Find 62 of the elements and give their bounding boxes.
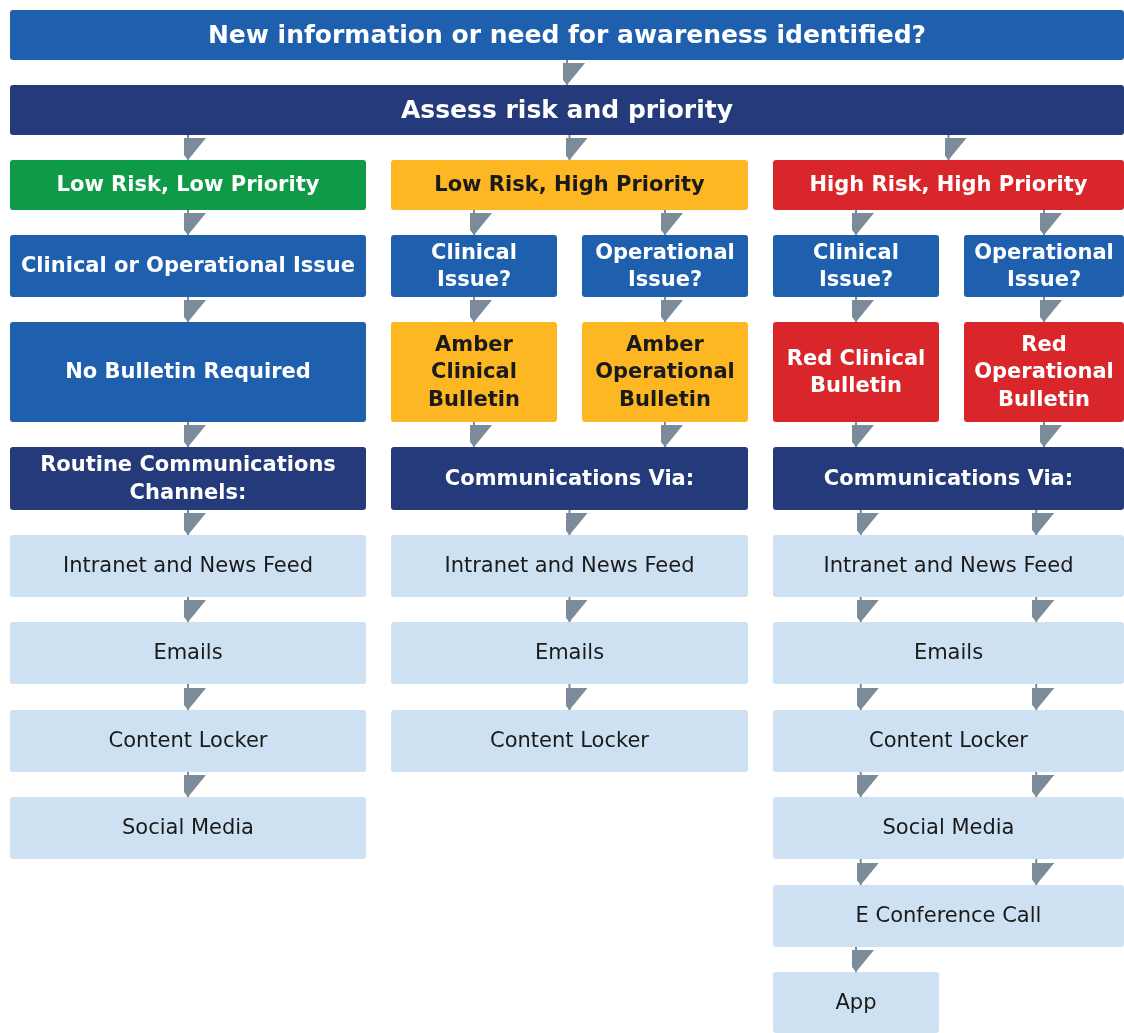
box-label: E Conference Call — [855, 902, 1042, 930]
box-label: Routine Communications Channels: — [39, 451, 337, 506]
process-box — [964, 322, 1124, 422]
box-label: App — [835, 988, 877, 1016]
process-box — [964, 235, 1124, 297]
box-label: Content Locker — [490, 727, 649, 755]
process-box — [10, 447, 366, 510]
process-box — [10, 322, 366, 422]
box-label: Communications Via: — [444, 464, 695, 492]
process-box — [391, 447, 748, 510]
process-box — [773, 160, 1124, 210]
process-box — [10, 160, 366, 210]
box-label: Intranet and News Feed — [444, 552, 695, 580]
channel-box — [10, 535, 366, 597]
process-box — [10, 85, 1124, 135]
channel-box — [10, 710, 366, 772]
channel-box — [391, 622, 748, 684]
box-label: Red Operational Bulletin — [973, 331, 1115, 413]
channel-box — [773, 535, 1124, 597]
process-box — [773, 322, 939, 422]
box-label: Operational Issue? — [973, 238, 1115, 293]
process-box — [391, 160, 748, 210]
box-label: New information or need for awareness identified? — [207, 18, 927, 51]
box-label: Intranet and News Feed — [62, 552, 314, 580]
box-label: Intranet and News Feed — [823, 552, 1074, 580]
process-box — [773, 447, 1124, 510]
box-label: Amber Clinical Bulletin — [427, 331, 521, 413]
box-label: Assess risk and priority — [401, 93, 733, 126]
channel-box — [773, 972, 939, 1033]
channel-box — [773, 885, 1124, 947]
box-label: Communications Via: — [823, 464, 1074, 492]
box-label: Clinical or Operational Issue — [20, 252, 356, 280]
box-label: Social Media — [882, 814, 1015, 842]
process-box — [582, 322, 748, 422]
channel-box — [773, 797, 1124, 859]
box-label: High Risk, High Priority — [809, 171, 1088, 199]
box-label: Low Risk, High Priority — [434, 171, 705, 199]
box-label: Emails — [534, 639, 605, 667]
process-box — [391, 235, 557, 297]
channel-box — [10, 797, 366, 859]
box-label: Red Clinical Bulletin — [785, 344, 927, 399]
box-label: Content Locker — [869, 727, 1028, 755]
channel-box — [773, 710, 1124, 772]
process-box — [391, 322, 557, 422]
box-label: Clinical Issue? — [812, 238, 900, 293]
channel-box — [391, 535, 748, 597]
process-box — [773, 235, 939, 297]
box-label: Operational Issue? — [594, 238, 736, 293]
box-label: Clinical Issue? — [430, 238, 518, 293]
box-label: No Bulletin Required — [65, 358, 311, 386]
box-label: Social Media — [122, 814, 254, 842]
box-label: Amber Operational Bulletin — [594, 331, 736, 413]
process-box — [10, 10, 1124, 60]
process-box — [10, 235, 366, 297]
box-label: Emails — [913, 639, 984, 667]
channel-box — [10, 622, 366, 684]
box-label: Content Locker — [108, 727, 268, 755]
process-box — [582, 235, 748, 297]
channel-box — [773, 622, 1124, 684]
channel-box — [391, 710, 748, 772]
box-label: Emails — [153, 639, 223, 667]
box-label: Low Risk, Low Priority — [56, 171, 320, 199]
